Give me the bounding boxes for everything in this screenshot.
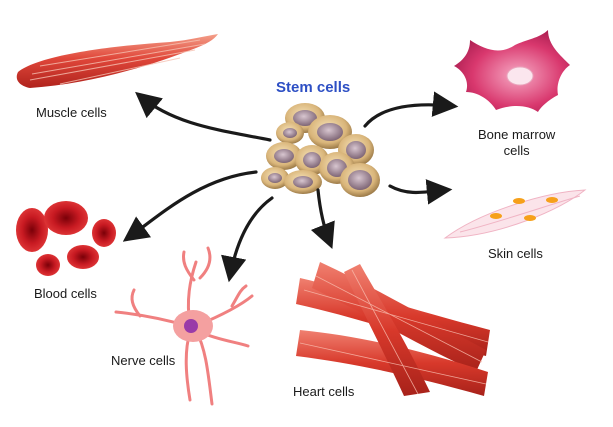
muscle-cell-illustration <box>16 34 219 88</box>
stem-cell-cluster-illustration <box>261 103 380 197</box>
bone-marrow-label-line1: Bone marrow <box>478 127 556 142</box>
skin-cells-label: Skin cells <box>488 246 543 261</box>
stem-cells-title: Stem cells <box>276 79 351 96</box>
heart-cells-illustration <box>296 262 490 396</box>
blood-cells-label: Blood cells <box>34 286 97 301</box>
arrow-icon <box>122 91 459 283</box>
nerve-cells-label: Nerve cells <box>111 353 176 368</box>
skin-cells-illustration <box>443 189 587 239</box>
bone-marrow-cells-label: Bone marrow cells <box>478 127 555 159</box>
bone-marrow-cell-illustration <box>454 30 570 112</box>
bone-marrow-label-line2: cells <box>503 143 530 158</box>
muscle-cells-label: Muscle cells <box>36 105 107 120</box>
nerve-cell-illustration <box>114 246 254 406</box>
blood-cells-illustration <box>16 201 116 276</box>
heart-cells-label: Heart cells <box>293 384 355 399</box>
